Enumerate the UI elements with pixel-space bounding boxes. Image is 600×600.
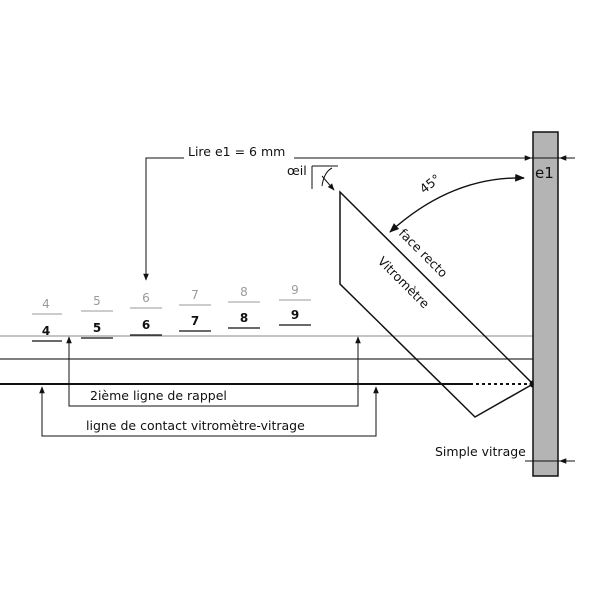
glass-pane (532, 131, 559, 477)
ghost-number: 8 (240, 285, 248, 299)
eye-label: œil (287, 163, 307, 178)
second-line-label: 2ième ligne de rappel (90, 388, 227, 403)
contact-line-bracket (39, 386, 379, 437)
angle-label: 45° (417, 171, 444, 196)
scale-number: 9 (291, 308, 299, 322)
ghost-number: 9 (291, 283, 299, 297)
angle-arc (389, 173, 525, 233)
scale-number: 5 (93, 321, 101, 335)
scale-number: 8 (240, 311, 248, 325)
ghost-number: 7 (191, 288, 199, 302)
ghost-number: 5 (93, 294, 101, 308)
eye-sight-arrow (321, 175, 335, 191)
ghost-scale: 4 5 6 7 8 9 (32, 283, 311, 315)
main-scale: 4 5 6 7 8 9 (32, 308, 311, 342)
glazing-label: Simple vitrage (435, 444, 526, 459)
ghost-number: 6 (142, 291, 150, 305)
ghost-number: 4 (42, 297, 50, 311)
thickness-label: e1 (535, 164, 554, 182)
second-line-bracket (66, 336, 361, 407)
scale-number: 7 (191, 314, 199, 328)
read-arrow-path (143, 155, 532, 281)
read-instruction-label: Lire e1 = 6 mm (188, 144, 285, 159)
read-label-backing (184, 143, 294, 161)
scale-number: 4 (42, 324, 50, 338)
eye-bracket (311, 165, 338, 189)
contact-line-label: ligne de contact vitromètre-vitrage (86, 418, 305, 433)
scale-number: 6 (142, 318, 150, 332)
